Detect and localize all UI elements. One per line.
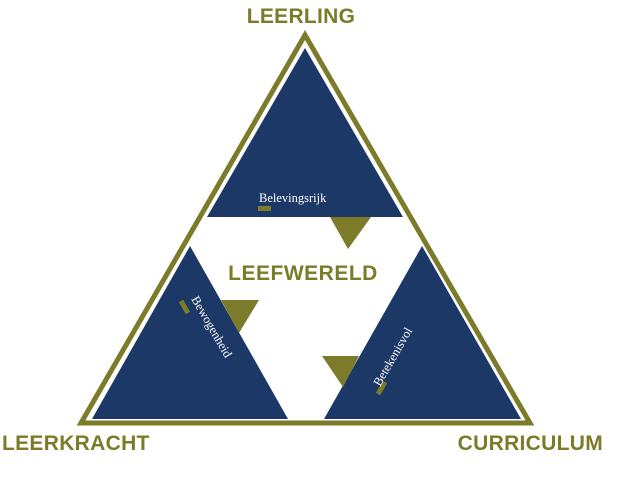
top-pointer-triangle	[330, 217, 371, 249]
right-marker	[375, 380, 388, 396]
center-label-leefwereld: LEEFWERELD	[228, 262, 378, 285]
corner-label-leerkracht: LEERKRACHT	[2, 432, 150, 455]
left-triangle	[92, 246, 288, 419]
segment-label-belevingsrijk: Belevingsrijk	[259, 191, 327, 205]
left-pointer-triangle	[221, 300, 259, 333]
corner-label-curriculum: CURRICULUM	[458, 432, 603, 455]
top-marker	[258, 206, 271, 211]
outer-triangle	[76, 30, 535, 426]
right-pointer-triangle	[322, 356, 359, 387]
corner-label-leerling: LEERLING	[247, 5, 356, 28]
right-triangle	[324, 246, 521, 419]
left-marker	[178, 299, 191, 315]
top-triangle	[207, 48, 403, 217]
